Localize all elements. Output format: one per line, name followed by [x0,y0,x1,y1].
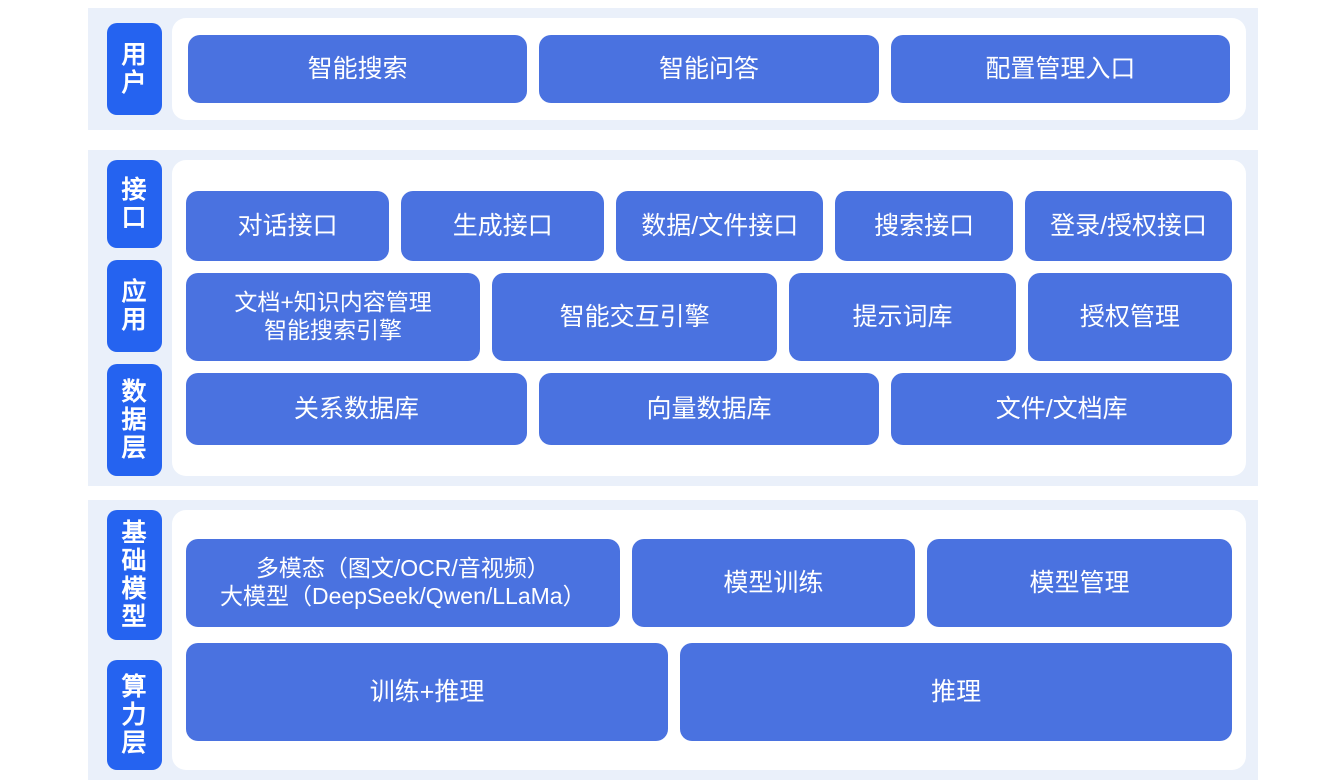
box-smart-qa[interactable]: 智能问答 [539,35,879,103]
box-vector-database[interactable]: 向量数据库 [538,373,880,445]
row-user-entries: 智能搜索 智能问答 配置管理入口 [188,35,1230,103]
box-inference[interactable]: 推理 [680,643,1232,741]
layer-tag-application-char-0: 应 [121,278,148,306]
box-doc-knowledge-search-line-1: 智能搜索引擎 [264,317,403,343]
box-login-auth-api-label: 登录/授权接口 [1050,211,1208,240]
row-interface: 对话接口 生成接口 数据/文件接口 搜索接口 登录/授权接口 [186,191,1232,261]
row-compute: 训练+推理 推理 [186,643,1232,741]
box-config-management-entry[interactable]: 配置管理入口 [890,35,1230,103]
box-config-management-entry-label: 配置管理入口 [985,54,1136,83]
layer-tag-foundation-model-char-0: 基 [121,519,148,547]
layer-tag-user: 用 户 [107,23,162,115]
layer-tag-foundation-model: 基 础 模 型 [107,510,162,640]
layer-tag-data-char-1: 据 [121,406,148,434]
section-user: 用 户 智能搜索 智能问答 配置管理入口 [88,8,1258,130]
box-authorization-management-label: 授权管理 [1079,302,1180,331]
box-multimodal-llm[interactable]: 多模态（图文/OCR/音视频） 大模型（DeepSeek/Qwen/LLaMa） [186,539,620,627]
box-search-api-label: 搜索接口 [874,211,975,240]
box-multimodal-llm-line-1: 大模型（DeepSeek/Qwen/LLaMa） [219,583,586,609]
box-generation-api-label: 生成接口 [452,211,553,240]
box-model-management-label: 模型管理 [1029,568,1130,597]
layer-tag-compute-char-0: 算 [121,673,148,701]
box-search-api[interactable]: 搜索接口 [835,191,1014,261]
box-vector-database-label: 向量数据库 [646,394,772,423]
card-user: 智能搜索 智能问答 配置管理入口 [172,18,1246,120]
layer-tag-user-char-1: 户 [121,69,148,97]
box-interaction-engine[interactable]: 智能交互引擎 [492,273,778,361]
box-model-training-label: 模型训练 [723,568,824,597]
card-base: 多模态（图文/OCR/音视频） 大模型（DeepSeek/Qwen/LLaMa）… [172,510,1246,770]
box-data-file-api-label: 数据/文件接口 [641,211,799,240]
box-generation-api[interactable]: 生成接口 [401,191,605,261]
layer-tag-compute-char-1: 力 [121,701,148,729]
layer-tag-data: 数 据 层 [107,364,162,476]
box-doc-knowledge-search[interactable]: 文档+知识内容管理 智能搜索引擎 [186,273,481,361]
row-data: 关系数据库 向量数据库 文件/文档库 [186,373,1233,445]
card-middle: 对话接口 生成接口 数据/文件接口 搜索接口 登录/授权接口 文 [172,160,1246,476]
box-train-plus-inference-label: 训练+推理 [369,677,485,706]
box-dialog-api-label: 对话接口 [237,211,338,240]
box-model-management[interactable]: 模型管理 [927,539,1232,627]
box-prompt-library-label: 提示词库 [852,302,953,331]
section-base: 基 础 模 型 算 力 层 多模态（图文/OCR/音视频） 大模型（DeepSe… [88,500,1258,780]
box-relational-database-label: 关系数据库 [293,394,419,423]
section-middle: 接 口 应 用 数 据 层 对话接口 生成接口 [88,150,1258,486]
tag-column-user: 用 户 [88,8,162,130]
box-interaction-engine-label: 智能交互引擎 [559,302,710,331]
layer-tag-compute: 算 力 层 [107,660,162,770]
layer-tag-user-char-0: 用 [121,41,148,69]
layer-tag-foundation-model-char-3: 型 [121,603,148,631]
layer-tag-application-char-1: 用 [121,306,148,334]
box-file-document-store[interactable]: 文件/文档库 [891,373,1233,445]
box-smart-qa-label: 智能问答 [658,54,759,83]
box-train-plus-inference[interactable]: 训练+推理 [186,643,669,741]
box-multimodal-llm-line-0: 多模态（图文/OCR/音视频） [255,555,550,582]
box-data-file-api[interactable]: 数据/文件接口 [616,191,824,261]
box-authorization-management[interactable]: 授权管理 [1027,273,1233,361]
box-model-training[interactable]: 模型训练 [631,539,916,627]
layer-tag-compute-char-2: 层 [121,729,148,757]
box-smart-search[interactable]: 智能搜索 [188,35,528,103]
layer-tag-application: 应 用 [107,260,162,352]
layer-tag-data-char-0: 数 [121,378,148,406]
box-dialog-api[interactable]: 对话接口 [186,191,390,261]
layer-tag-foundation-model-char-1: 础 [121,547,148,575]
tag-column-base: 基 础 模 型 算 力 层 [88,500,162,780]
box-doc-knowledge-search-line-0: 文档+知识内容管理 [234,289,432,316]
box-login-auth-api[interactable]: 登录/授权接口 [1025,191,1232,261]
box-inference-label: 推理 [931,677,982,706]
row-model: 多模态（图文/OCR/音视频） 大模型（DeepSeek/Qwen/LLaMa）… [186,539,1232,627]
layer-tag-foundation-model-char-2: 模 [121,575,148,603]
layer-tag-data-char-2: 层 [121,434,148,462]
layer-tag-interface: 接 口 [107,160,162,248]
layer-tag-interface-char-1: 口 [121,204,148,232]
box-smart-search-label: 智能搜索 [307,54,408,83]
layer-tag-interface-char-0: 接 [121,176,148,204]
box-relational-database[interactable]: 关系数据库 [186,373,527,445]
box-file-document-store-label: 文件/文档库 [995,394,1128,423]
row-application: 文档+知识内容管理 智能搜索引擎 智能交互引擎 提示词库 授权管理 [186,273,1233,361]
tag-column-middle: 接 口 应 用 数 据 层 [88,150,162,486]
box-prompt-library[interactable]: 提示词库 [789,273,1016,361]
